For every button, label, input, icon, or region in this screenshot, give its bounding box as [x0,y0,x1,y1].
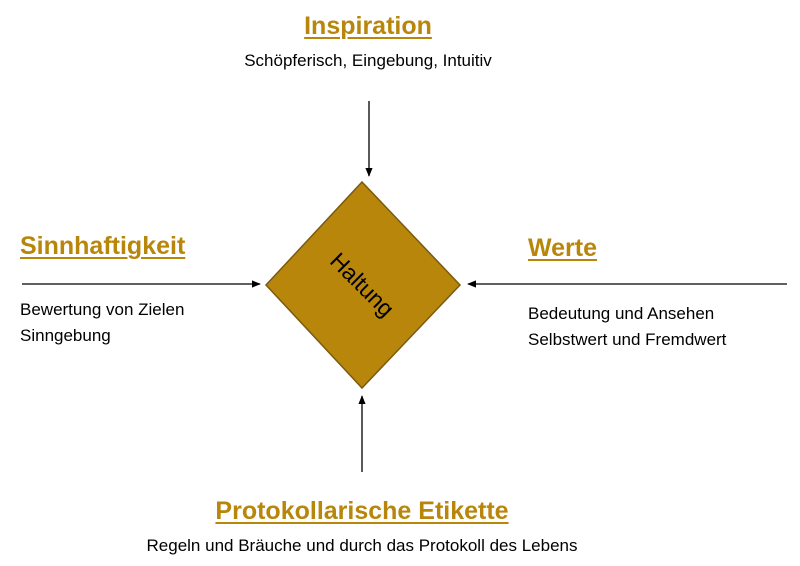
werte-desc-line-2: Selbstwert und Fremdwert [528,330,727,349]
protokollarische-etikette-heading: Protokollarische Etikette [215,497,509,525]
werte-heading: Werte [528,234,598,262]
sinnhaftigkeit-heading: Sinnhaftigkeit [20,232,186,260]
protokollarische-etikette-desc-line-1: Regeln und Bräuche und durch das Protoko… [146,536,578,555]
inspiration-desc-line-1: Schöpferisch, Eingebung, Intuitiv [244,51,492,70]
inspiration-heading: Inspiration [304,12,432,40]
sinnhaftigkeit-desc-line-2: Sinngebung [20,326,111,345]
sinnhaftigkeit-desc-line-1: Bewertung von Zielen [20,300,185,319]
haltung-diamond [264,180,462,390]
werte-desc-line-1: Bedeutung und Ansehen [528,304,715,323]
